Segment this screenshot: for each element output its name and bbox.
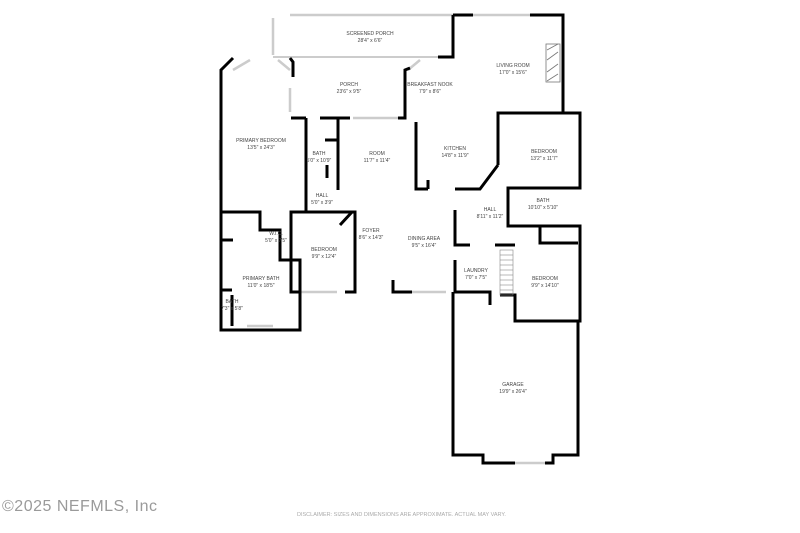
room-dims: 13'5" x 24'3" — [247, 145, 275, 151]
room-dims: 11'0" x 18'5" — [247, 283, 275, 289]
room-dims: 13'2" x 11'7" — [530, 156, 558, 162]
room-name: SCREENED PORCH — [346, 31, 394, 37]
fireplace-icon — [545, 43, 561, 83]
disclaimer-text: DISCLAIMER: SIZES AND DIMENSIONS ARE APP… — [297, 512, 506, 518]
room-dims: 7'3" x 5'8" — [221, 306, 243, 312]
copyright-watermark: ©2025 NEFMLS, Inc — [2, 498, 158, 515]
room-name: FOYER — [362, 228, 380, 234]
room-dims: 5'0" x 10'9" — [306, 158, 332, 164]
room-dims: 28'4" x 6'6" — [357, 38, 383, 44]
room-name: BEDROOM — [311, 247, 337, 253]
room-dims: 19'9" x 26'4" — [499, 389, 527, 395]
room-dims: 8'11" x 11'2" — [476, 214, 504, 220]
room-name: PRIMARY BATH — [242, 276, 280, 282]
room-name: PORCH — [339, 82, 359, 88]
room-name: W.I.C. — [269, 231, 283, 237]
room-dims: 14'8" x 11'9" — [441, 153, 469, 159]
room-dims: 9'9" x 12'4" — [311, 254, 337, 260]
room-name: PRIMARY BEDROOM — [236, 138, 286, 144]
room-dims: 9'5" x 16'4" — [411, 243, 437, 249]
room-dims: 23'6" x 9'5" — [336, 89, 362, 95]
room-name: BEDROOM — [531, 149, 557, 155]
room-name: GARAGE — [502, 382, 524, 388]
room-name: LAUNDRY — [464, 268, 488, 274]
room-name: LIVING ROOM — [496, 63, 530, 69]
room-dims: 11'7" x 11'4" — [363, 158, 391, 164]
room-name: BATH — [536, 198, 550, 204]
room-name: BATH — [312, 151, 326, 157]
room-dims: 7'9" x 8'6" — [419, 89, 441, 95]
windows — [218, 13, 582, 465]
walls — [219, 13, 582, 465]
room-dims: 8'6" x 14'3" — [358, 235, 384, 241]
room-dims: 7'0" x 7'5" — [465, 275, 487, 281]
room-name: KITCHEN — [444, 146, 466, 152]
room-dims: 9'9" x 14'10" — [531, 283, 559, 289]
stairs — [499, 249, 514, 296]
room-name: BATH — [225, 299, 239, 305]
room-name: HALL — [483, 207, 497, 213]
room-name: DINING AREA — [407, 236, 441, 242]
room-name: BREAKFAST NOOK — [407, 82, 453, 88]
room-name: BEDROOM — [532, 276, 558, 282]
room-label-wic: W.I.C.5'0" x 7'5" — [265, 231, 287, 245]
room-dims: 17'0" x 15'6" — [499, 70, 527, 76]
room-dims: 10'10" x 5'10" — [527, 205, 559, 211]
room-dims: 5'0" x 3'9" — [311, 200, 333, 206]
room-name: ROOM — [369, 151, 385, 157]
room-dims: 5'0" x 7'5" — [265, 238, 287, 244]
room-name: HALL — [315, 193, 329, 199]
